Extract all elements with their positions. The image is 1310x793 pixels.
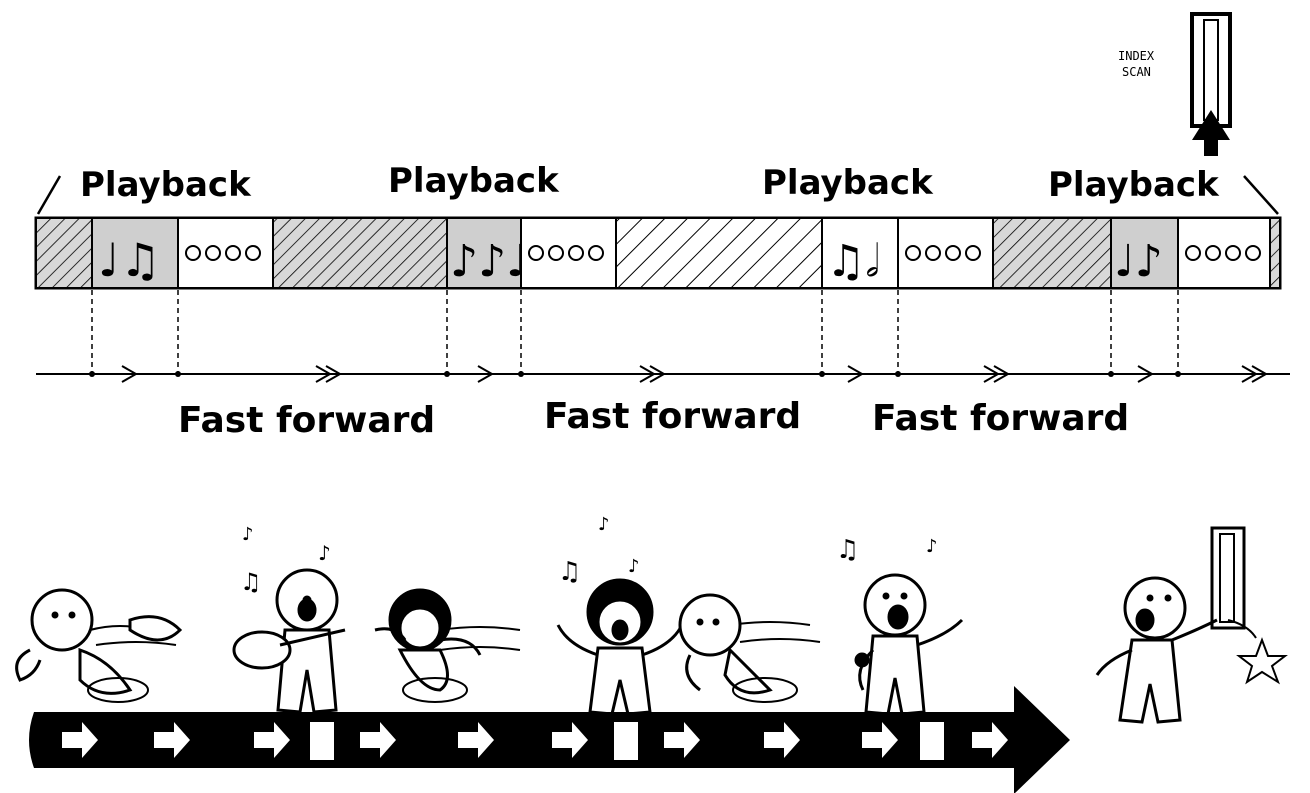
- forward-arrow-icon: [62, 722, 1008, 758]
- music-notes-icon: ♩♫: [98, 233, 161, 287]
- svg-text:♫: ♫: [558, 557, 581, 587]
- timeline: [36, 290, 1290, 383]
- left-bracket: [36, 175, 62, 215]
- up-arrow-icon: [1192, 110, 1230, 156]
- star-icon: [1236, 637, 1288, 685]
- music-section: [1111, 219, 1178, 287]
- svg-text:♪: ♪: [926, 536, 938, 557]
- hatched-section: [37, 219, 92, 287]
- fast-forward-label-1: Fast forward: [178, 400, 435, 441]
- gap-dots-icon: [185, 245, 261, 261]
- pressing-switch-figure-icon: [1095, 526, 1288, 724]
- index-marker: [310, 722, 944, 760]
- gap-dots-icon: [528, 245, 604, 261]
- music-notes-icon: ♪♪♩: [450, 236, 527, 287]
- fast-forward-label-2: Fast forward: [544, 396, 801, 437]
- svg-text:♫: ♫: [240, 568, 262, 596]
- playback-label-2: Playback: [388, 161, 560, 201]
- hatched-section: [1270, 219, 1279, 287]
- music-section: [822, 219, 898, 287]
- svg-text:♪: ♪: [628, 556, 640, 577]
- running-dark-figure-icon: [374, 588, 521, 703]
- right-bracket: [1243, 175, 1279, 215]
- cartoon-scene: ♫ ♪ ♪ ♫ ♪ ♪: [15, 514, 1288, 724]
- singer-figure-icon: ♫ ♪: [836, 535, 964, 716]
- tape-strip: ♩♫ ♪♪♩ ♫𝅗𝅥 ♩♪: [34, 216, 1282, 290]
- svg-text:♫: ♫: [836, 535, 859, 565]
- hatched-section: [616, 219, 822, 287]
- playback-label-3: Playback: [762, 163, 934, 203]
- hatched-section: [273, 219, 447, 287]
- running-figure-icon: [15, 588, 183, 703]
- svg-text:♪: ♪: [242, 524, 254, 545]
- tape-direction-arrow: [29, 686, 1070, 793]
- index-scan-switch: INDEX SCAN: [1118, 12, 1232, 156]
- switch-label-line1: INDEX: [1118, 49, 1155, 63]
- svg-text:♪: ♪: [318, 541, 331, 565]
- fast-forward-label-3: Fast forward: [872, 398, 1129, 439]
- music-section: [447, 219, 521, 287]
- play-arrow-icon: [121, 365, 1155, 383]
- blank-section: [1178, 219, 1270, 287]
- switch-slot: [1203, 19, 1219, 121]
- switch-label-line2: SCAN: [1122, 65, 1151, 79]
- hatched-section: [993, 219, 1111, 287]
- running-figure-icon: [678, 593, 821, 703]
- music-notes-icon: ♫𝅗𝅥: [826, 236, 879, 287]
- playback-labels: Playback Playback Playback Playback: [36, 161, 1279, 215]
- gap-dots-icon: [1185, 245, 1261, 261]
- singing-dark-figure-icon: ♫ ♪ ♪: [556, 514, 684, 716]
- playback-label-1: Playback: [80, 165, 252, 205]
- music-notes-icon: ♩♪: [1114, 236, 1163, 287]
- gap-dots-icon: [905, 245, 981, 261]
- playback-label-4: Playback: [1048, 165, 1220, 205]
- guitarist-figure-icon: ♫ ♪ ♪: [232, 524, 346, 714]
- fast-forward-arrow-icon: [315, 365, 1269, 383]
- svg-text:♪: ♪: [598, 514, 610, 535]
- music-section: [92, 219, 178, 287]
